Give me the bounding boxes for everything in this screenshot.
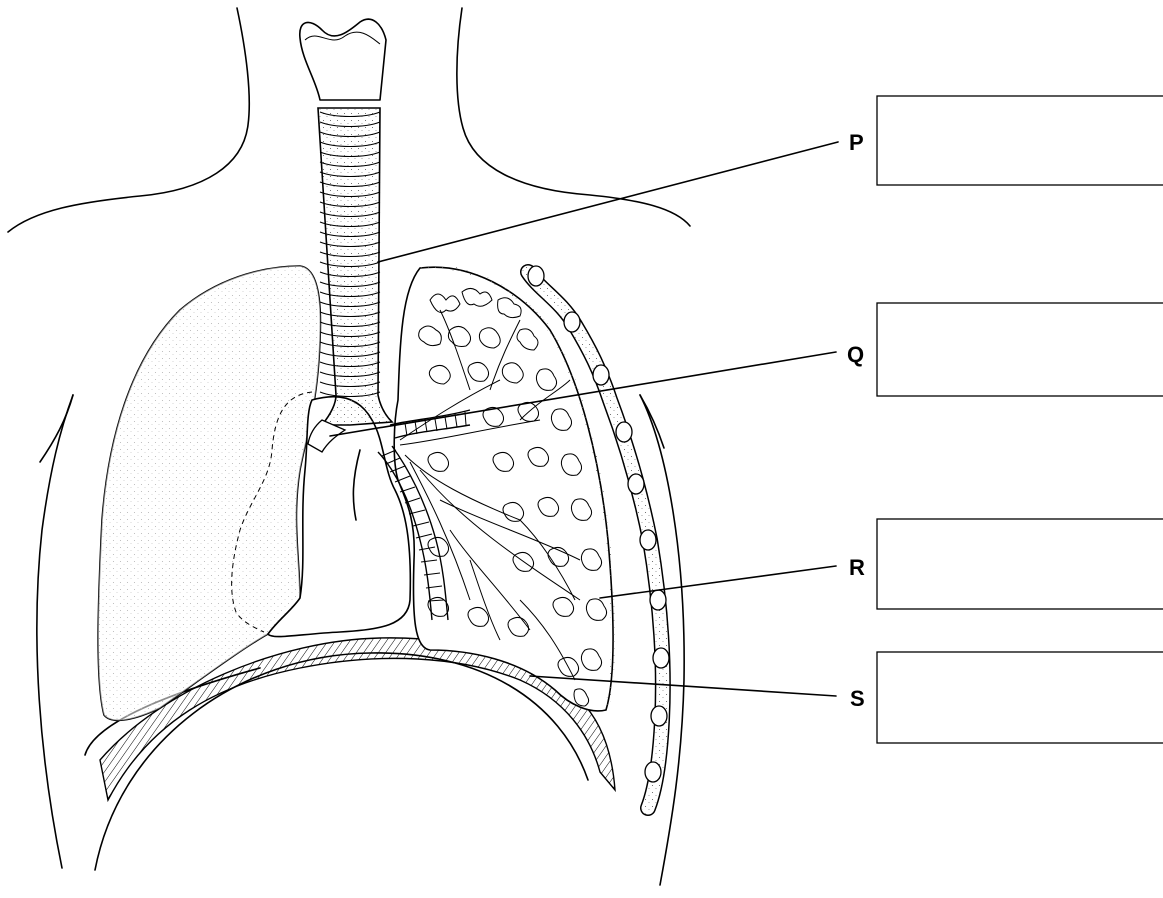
- answer-box-s[interactable]: [877, 652, 1163, 743]
- answer-box-q[interactable]: [877, 303, 1163, 396]
- label-r: R: [849, 555, 865, 580]
- answer-boxes: [877, 96, 1163, 743]
- letter-labels: P Q R S: [847, 130, 865, 711]
- label-q: Q: [847, 342, 864, 367]
- pointer-line-p: [378, 142, 838, 262]
- pointer-line-r: [600, 566, 836, 598]
- label-s: S: [850, 686, 865, 711]
- label-p: P: [849, 130, 864, 155]
- answer-box-p[interactable]: [877, 96, 1163, 185]
- answer-box-r[interactable]: [877, 519, 1163, 609]
